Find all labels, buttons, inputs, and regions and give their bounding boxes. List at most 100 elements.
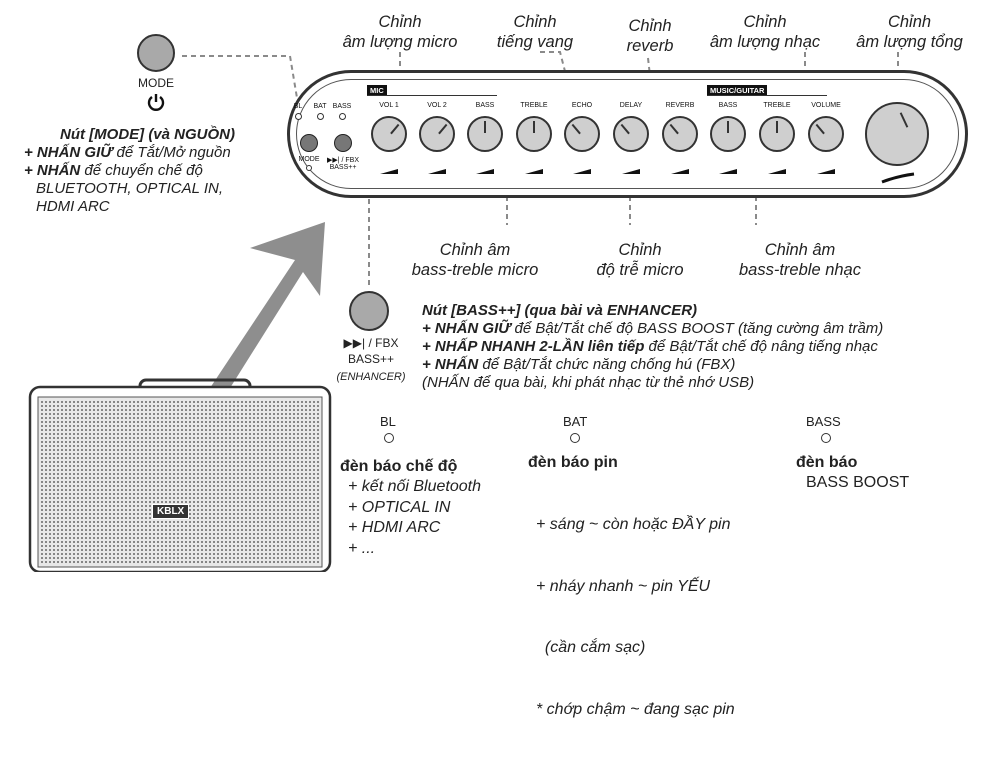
connector-lines bbox=[28, 51, 899, 572]
knob-treble-mic[interactable] bbox=[516, 116, 552, 152]
speaker-logo: KBLX bbox=[152, 504, 190, 519]
callout-mic-bass-treble: Chỉnh âm bass-treble micro bbox=[395, 240, 555, 280]
knob-label-volume: VOLUME bbox=[811, 102, 841, 109]
knob-label-bass-mic: BASS bbox=[475, 102, 495, 109]
mode-desc-l1: để Tắt/Mở nguồn bbox=[112, 144, 231, 161]
indicator-bass-code: BASS bbox=[806, 414, 841, 429]
indicator-bat-item-4: * chớp chậm ~ đang sạc pin bbox=[536, 700, 735, 718]
callout-echo: Chỉnh tiếng vang bbox=[480, 12, 590, 52]
knob-label-bass-music: BASS bbox=[718, 102, 738, 109]
panel-mode-button[interactable] bbox=[300, 134, 318, 152]
bass-desc-l2: để Bật/Tắt chế độ nâng tiếng nhạc bbox=[644, 338, 878, 355]
mic-tag: MIC bbox=[367, 85, 387, 96]
level-wedge-vol2 bbox=[428, 169, 446, 174]
knob-master-volume[interactable] bbox=[865, 102, 929, 166]
level-wedge-volume bbox=[817, 169, 835, 174]
callout-mic-volume-1: Chỉnh bbox=[378, 13, 422, 31]
mode-desc-title: Nút [MODE] (và NGUỒN) bbox=[60, 126, 235, 143]
callout-music-volume-2: âm lượng nhạc bbox=[709, 33, 821, 51]
knob-echo[interactable] bbox=[564, 116, 600, 152]
knob-label-reverb: REVERB bbox=[665, 102, 695, 109]
bass-description: Nút [BASS++] (qua bài và ENHANCER) + NHẤ… bbox=[422, 302, 992, 392]
led-bass bbox=[339, 113, 346, 120]
mode-desc-l2-bold: + NHẤN bbox=[24, 162, 81, 179]
callout-music-bt-1: Chỉnh âm bbox=[764, 241, 836, 259]
mode-button-illustration[interactable] bbox=[137, 34, 175, 72]
bass-desc-l4: (NHẤN để qua bài, khi phát nhạc từ thẻ n… bbox=[422, 374, 755, 391]
knob-label-echo: ECHO bbox=[571, 102, 593, 109]
knob-bass-mic[interactable] bbox=[467, 116, 503, 152]
level-wedge-delay bbox=[622, 169, 640, 174]
callout-mic-bt-1: Chỉnh âm bbox=[439, 241, 511, 259]
callout-mic-bt-2: bass-treble micro bbox=[411, 261, 539, 279]
indicator-bl-item-4: + ... bbox=[348, 539, 376, 557]
level-wedge-bass-music bbox=[719, 169, 737, 174]
callout-echo-2: tiếng vang bbox=[496, 33, 574, 51]
indicator-bl-item-1: + kết nối Bluetooth bbox=[348, 478, 481, 495]
callout-music-bt-2: bass-treble nhạc bbox=[739, 261, 861, 279]
knob-bass-music[interactable] bbox=[710, 116, 746, 152]
led-bat bbox=[317, 113, 324, 120]
callout-music-volume-1: Chỉnh bbox=[743, 13, 787, 31]
mode-desc-l2: để chuyển chế độ bbox=[80, 162, 203, 179]
level-wedge-reverb bbox=[671, 169, 689, 174]
callout-master-volume-2: âm lượng tổng bbox=[856, 33, 963, 51]
bass-button-illustration[interactable] bbox=[349, 291, 389, 331]
indicator-bass-led bbox=[821, 433, 831, 443]
callout-mic-volume: Chỉnh âm lượng micro bbox=[330, 12, 470, 52]
callout-master-volume: Chỉnh âm lượng tổng bbox=[842, 12, 977, 52]
mode-label: MODE bbox=[138, 76, 174, 90]
indicator-bat-item-1: + sáng ~ còn hoặc ĐẦY pin bbox=[536, 516, 731, 533]
level-wedge-treble-mic bbox=[525, 169, 543, 174]
indicator-bl-title: đèn báo chế độ bbox=[340, 458, 458, 475]
callout-delay-1: Chỉnh bbox=[618, 241, 662, 259]
knob-vol1[interactable] bbox=[371, 116, 407, 152]
callout-delay-2: độ trễ micro bbox=[596, 261, 684, 279]
master-level-arc bbox=[880, 171, 916, 189]
indicator-bat-code: BAT bbox=[563, 414, 588, 429]
callout-music-bass-treble: Chỉnh âm bass-treble nhạc bbox=[720, 240, 880, 280]
indicator-bat-item-3: (cần cắm sạc) bbox=[536, 639, 646, 656]
bass-button-label-bass: BASS++ bbox=[347, 352, 395, 366]
knob-delay[interactable] bbox=[613, 116, 649, 152]
led-mode-small bbox=[306, 165, 312, 171]
knob-label-vol1: VOL 1 bbox=[379, 102, 399, 109]
indicator-bl-item-2: + OPTICAL IN bbox=[348, 498, 451, 516]
mode-desc-l3: BLUETOOTH, OPTICAL IN, bbox=[36, 180, 223, 197]
led-label-bl: BL bbox=[293, 103, 303, 110]
callout-master-volume-1: Chỉnh bbox=[887, 13, 932, 31]
panel-bass-label: BASS++ bbox=[329, 164, 357, 171]
led-label-bat: BAT bbox=[313, 103, 327, 110]
indicator-bass-title: đèn báo bbox=[796, 454, 858, 471]
mode-desc-l1-bold: + NHẤN GIỮ bbox=[24, 144, 113, 161]
knob-vol2[interactable] bbox=[419, 116, 455, 152]
knob-reverb[interactable] bbox=[662, 116, 698, 152]
knob-treble-music[interactable] bbox=[759, 116, 795, 152]
music-tag: MUSIC/GUITAR bbox=[707, 85, 768, 96]
indicator-bl-item-3: + HDMI ARC bbox=[348, 519, 441, 536]
knob-volume-music[interactable] bbox=[808, 116, 844, 152]
panel-inner-border bbox=[296, 79, 959, 189]
callout-reverb: Chỉnh reverb bbox=[605, 16, 695, 56]
indicator-bl-led bbox=[384, 433, 394, 443]
bass-desc-l3: để Bật/Tắt chức năng chống hú (FBX) bbox=[478, 356, 736, 373]
pointer-arrow bbox=[210, 222, 325, 396]
level-wedge-echo bbox=[573, 169, 591, 174]
bass-button-label-enhancer: (ENHANCER) bbox=[336, 371, 406, 383]
callout-echo-1: Chỉnh bbox=[513, 13, 557, 31]
led-label-bass: BASS bbox=[332, 103, 352, 110]
music-tag-line bbox=[707, 95, 827, 96]
knob-label-vol2: VOL 2 bbox=[427, 102, 447, 109]
bass-desc-l3-bold: + NHẤN bbox=[422, 356, 479, 373]
level-wedge-vol1 bbox=[380, 169, 398, 174]
knob-master-pointer bbox=[899, 112, 909, 128]
mode-description: Nút [MODE] (và NGUỒN) + NHẤN GIỮ để Tắt/… bbox=[24, 126, 284, 216]
callout-mic-volume-2: âm lượng micro bbox=[342, 33, 458, 51]
callout-reverb-2: reverb bbox=[626, 37, 674, 55]
panel-bass-button[interactable] bbox=[334, 134, 352, 152]
indicator-bat-title: đèn báo pin bbox=[528, 454, 618, 471]
bass-desc-l1-bold: + NHẤN GIỮ bbox=[422, 320, 511, 337]
level-wedge-treble-music bbox=[768, 169, 786, 174]
indicator-bl-code: BL bbox=[380, 414, 396, 429]
indicator-bass-item-1: BASS BOOST bbox=[806, 474, 910, 491]
